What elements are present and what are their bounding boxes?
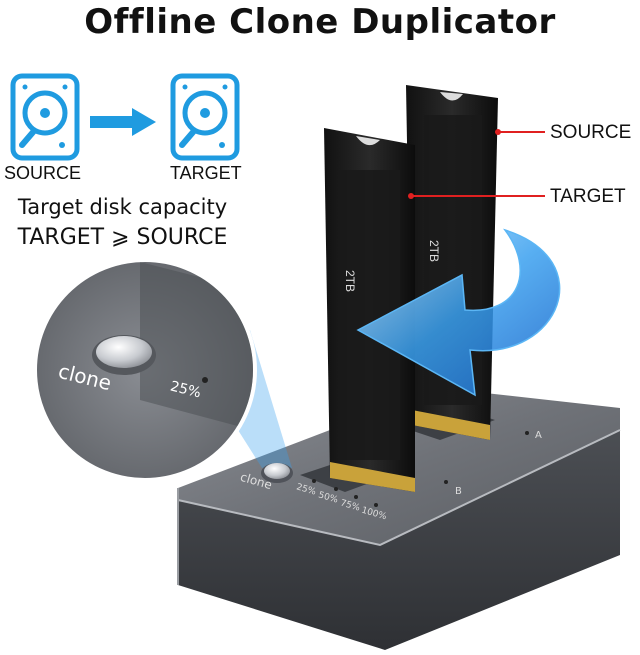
slot-b-label: B — [455, 486, 462, 497]
source-hard-disk-icon — [10, 73, 80, 161]
device-front-face — [178, 430, 620, 650]
arrow-right-icon — [90, 108, 156, 140]
capacity-rule: TARGET ⩾ SOURCE — [17, 225, 228, 250]
clone-direction-arrow — [356, 228, 561, 397]
zoom-clone-button — [96, 336, 152, 368]
page-title: Offline Clone Duplicator — [84, 2, 556, 42]
back-ssd-capacity: 2TB — [427, 240, 441, 262]
target-hard-disk-icon — [170, 73, 240, 161]
target-label: TARGET — [170, 163, 242, 183]
back-ssd: 2TB — [406, 85, 498, 440]
target-callout-label: TARGET — [550, 186, 626, 207]
capacity-text: Target disk capacity — [17, 195, 228, 219]
front-ssd-capacity: 2TB — [343, 270, 357, 292]
slot-a-label: A — [535, 430, 542, 441]
source-label: SOURCE — [4, 163, 82, 183]
clone-button — [264, 463, 290, 479]
source-callout-label: SOURCE — [550, 122, 632, 143]
